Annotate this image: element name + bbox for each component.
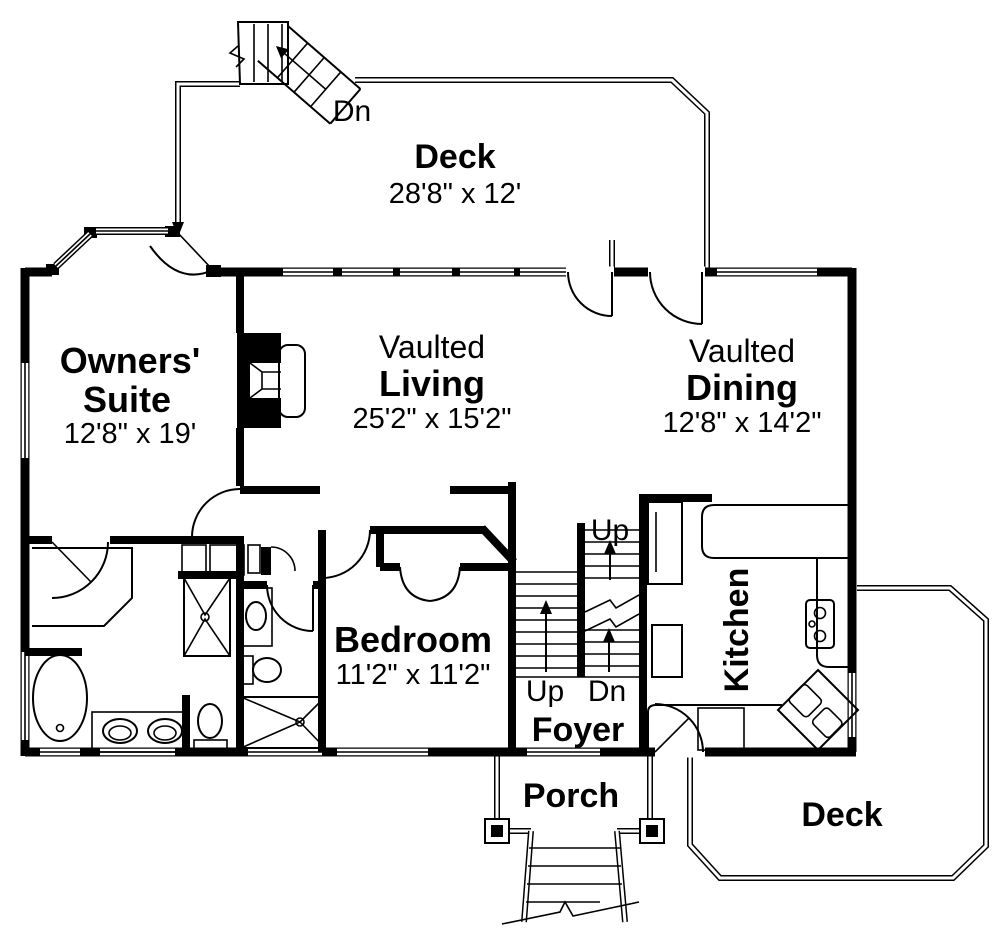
refrigerator bbox=[651, 624, 683, 678]
deck-rear-outline bbox=[687, 585, 989, 881]
door-swings bbox=[149, 232, 704, 753]
walk-in-closet bbox=[32, 541, 133, 627]
deck-stairs-dn: Dn bbox=[333, 95, 371, 128]
deck-top-dims: 28'8" x 12' bbox=[389, 178, 522, 210]
stairs-up-top: Up bbox=[591, 514, 629, 547]
toilet bbox=[197, 703, 223, 739]
bedroom-closet bbox=[399, 566, 461, 602]
stair-break-mark bbox=[228, 45, 246, 68]
hall-linen-closets bbox=[181, 544, 296, 576]
porch-label: Porch bbox=[523, 777, 619, 815]
kitchen-counter bbox=[701, 504, 852, 559]
vanity bbox=[239, 587, 273, 647]
owners-bath-fixtures bbox=[32, 541, 231, 753]
porch-post bbox=[484, 818, 510, 844]
cooktop bbox=[805, 599, 835, 649]
porch-post bbox=[639, 818, 665, 844]
deck-top-stairs bbox=[228, 21, 362, 125]
dining-dims: 12'8" x 14'2" bbox=[662, 407, 821, 439]
hall-bath-fixtures bbox=[239, 587, 326, 749]
stair-break bbox=[584, 594, 640, 613]
stairs-dn-bottom: Dn bbox=[588, 675, 626, 708]
owners-suite-label-1: Owners' bbox=[60, 340, 201, 381]
hearth bbox=[278, 344, 306, 418]
living-prefix: Vaulted bbox=[379, 329, 485, 365]
deck-top-outline bbox=[172, 77, 710, 270]
deck-rear-label: Deck bbox=[801, 796, 882, 834]
room-labels: Deck 28'8" x 12' Dn Owners' Suite 12'8" … bbox=[60, 95, 883, 834]
porch-steps bbox=[501, 830, 640, 925]
fireplace bbox=[237, 333, 306, 428]
corner-sink bbox=[776, 668, 860, 752]
stair-break bbox=[584, 613, 640, 632]
vanity bbox=[91, 711, 185, 753]
toilet bbox=[252, 657, 282, 683]
dining-label: Dining bbox=[686, 367, 798, 408]
bathtub bbox=[32, 654, 88, 742]
living-label: Living bbox=[379, 363, 485, 404]
sink bbox=[102, 718, 138, 744]
steps-break-line bbox=[501, 900, 640, 925]
dining-prefix: Vaulted bbox=[689, 333, 795, 369]
bay-windows bbox=[53, 227, 168, 269]
pantry-cabinet bbox=[647, 501, 683, 585]
shower bbox=[240, 696, 326, 749]
staircase bbox=[516, 529, 640, 678]
living-dims: 25'2" x 15'2" bbox=[352, 403, 511, 435]
door-openings bbox=[566, 266, 705, 758]
shower bbox=[183, 577, 231, 657]
sink bbox=[147, 718, 183, 744]
owners-suite-label-2: Suite bbox=[83, 379, 171, 420]
deck-top-label: Deck bbox=[414, 138, 495, 176]
closet-door-arc bbox=[51, 541, 109, 599]
sink bbox=[245, 601, 267, 631]
owners-suite-dims: 12'8" x 19' bbox=[64, 418, 197, 450]
kitchen-label: Kitchen bbox=[718, 568, 756, 693]
foyer-label: Foyer bbox=[532, 711, 625, 749]
bedroom-label: Bedroom bbox=[334, 619, 492, 660]
porch-structure bbox=[484, 754, 665, 925]
stairs-up-bottom: Up bbox=[526, 675, 564, 708]
bedroom-dims: 11'2" x 11'2" bbox=[336, 659, 491, 691]
